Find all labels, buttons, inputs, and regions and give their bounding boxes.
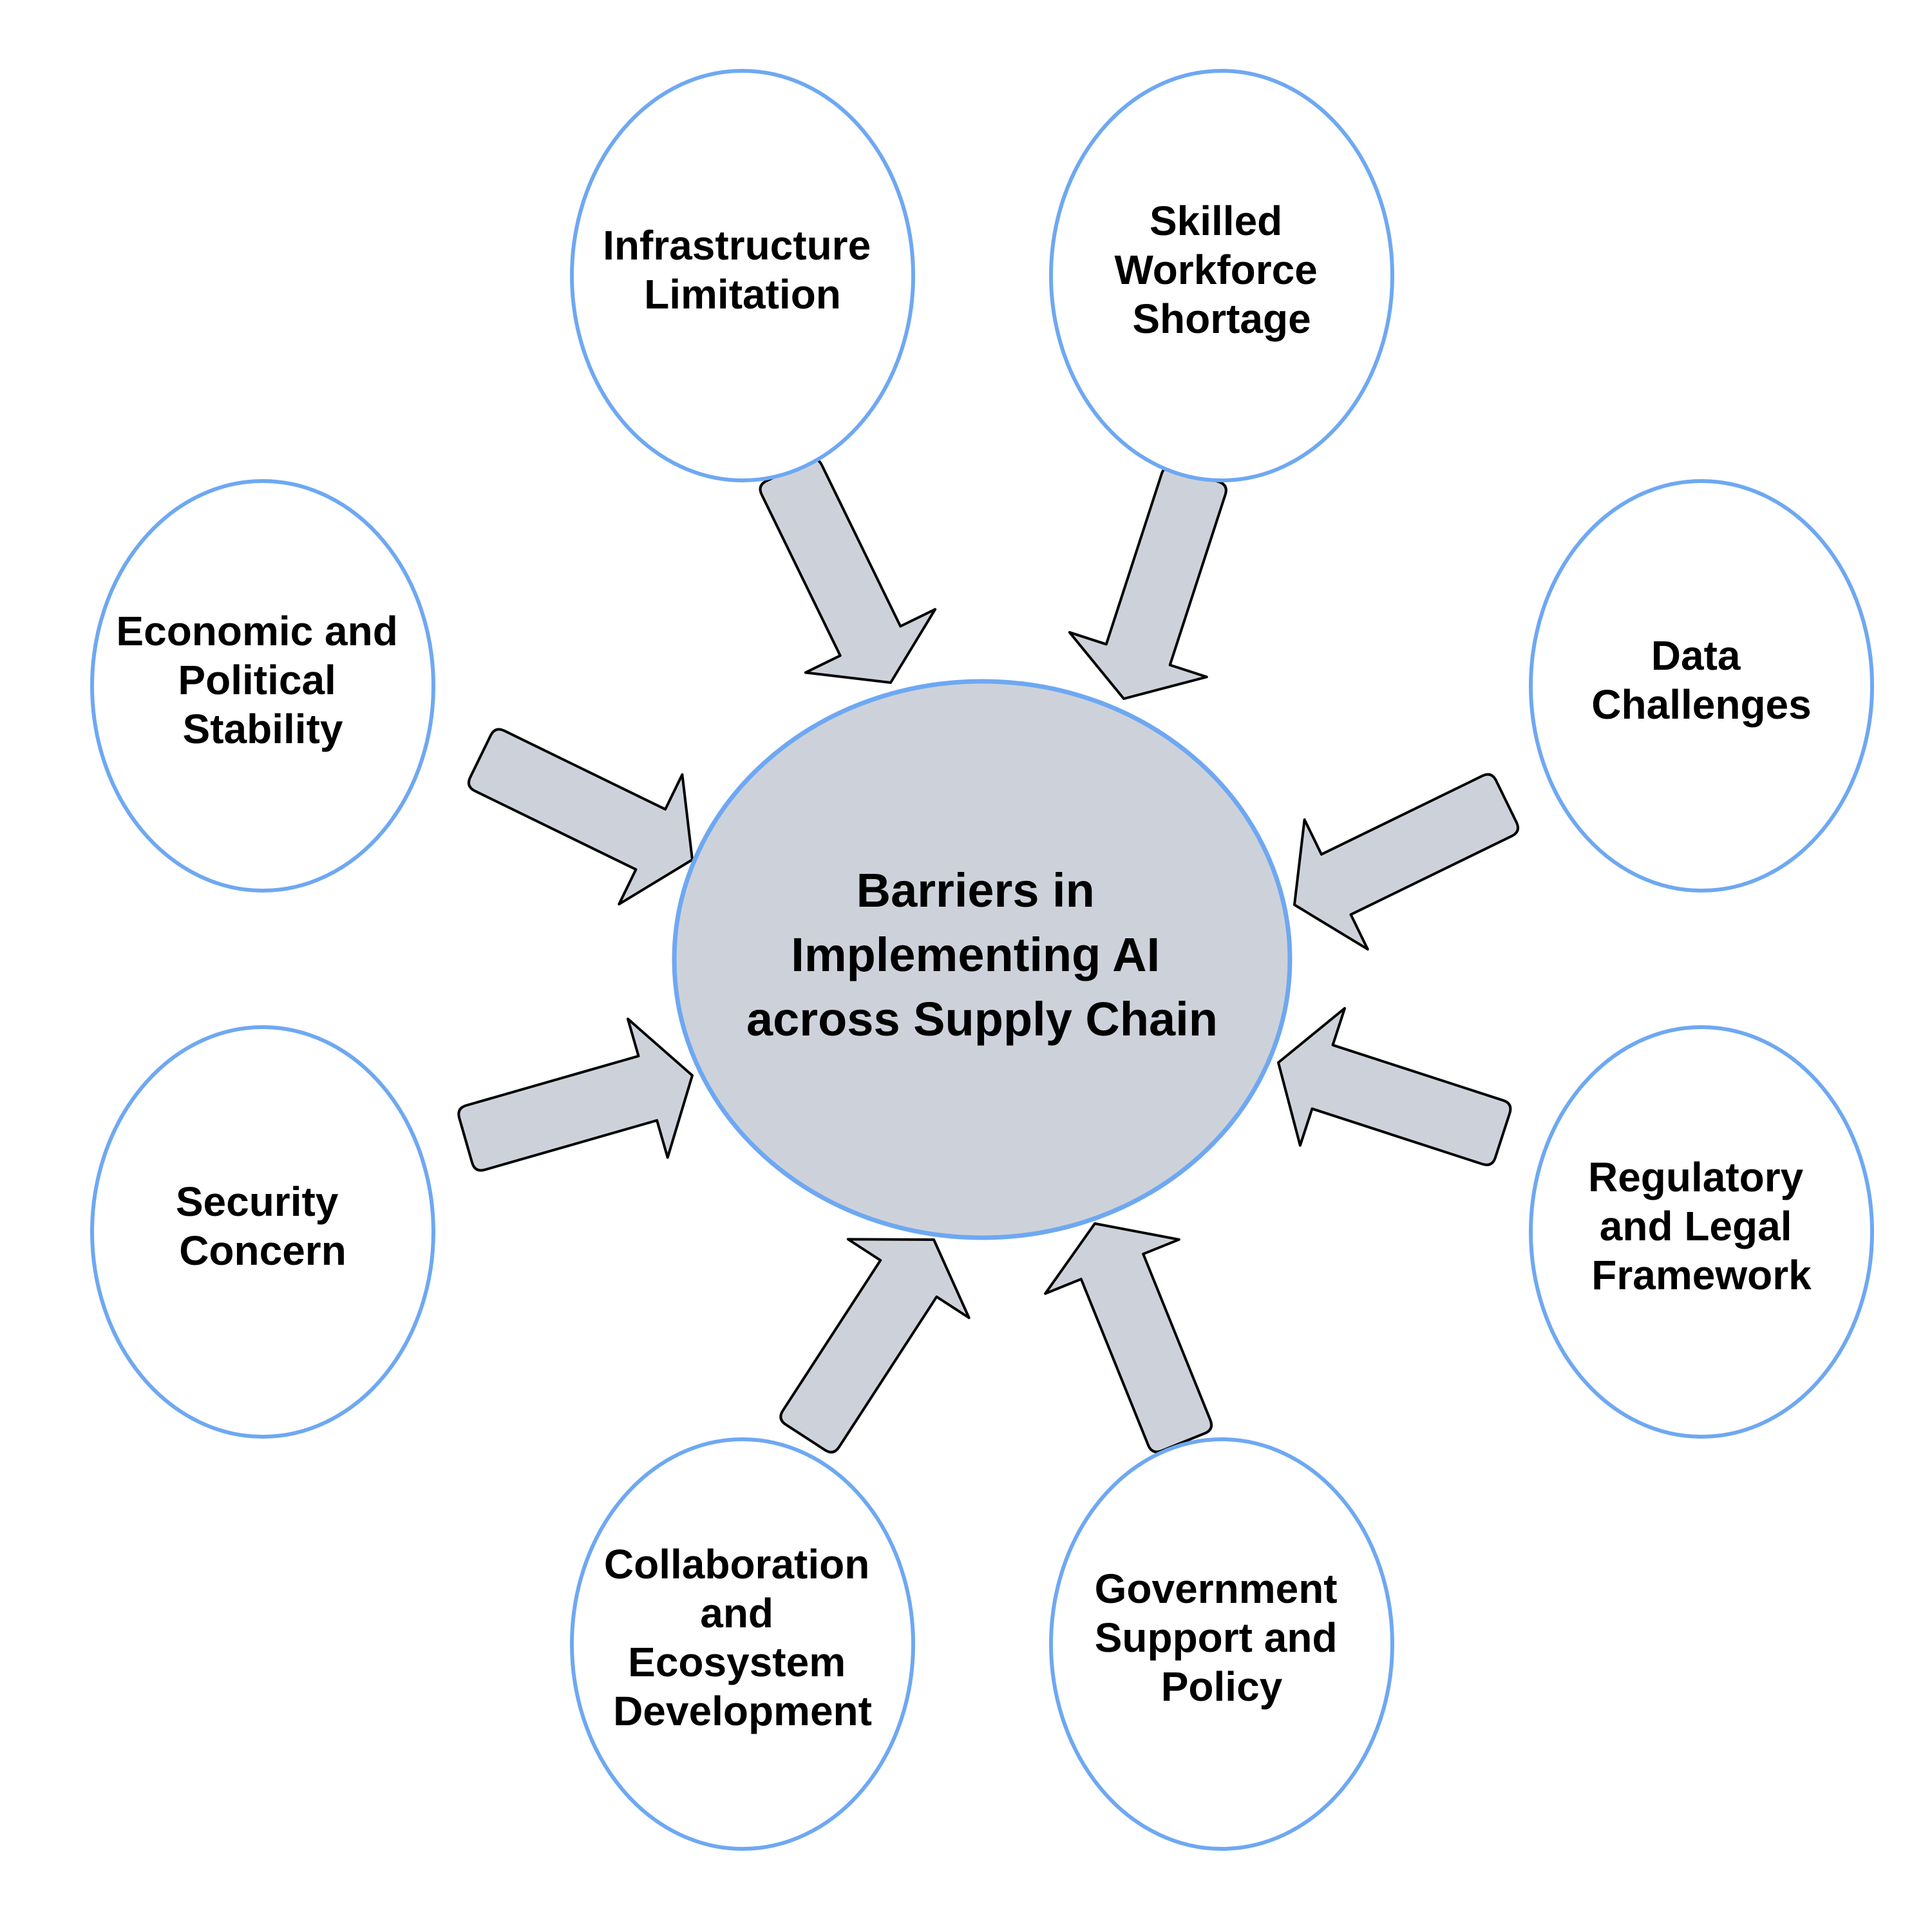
node-security-ellipse (90, 1025, 435, 1439)
node-economic: Economic and Political Stability (90, 479, 435, 893)
node-regulatory-label: Regulatory and Legal Framework (1588, 1154, 1815, 1298)
node-regulatory-line-3: Framework (1591, 1252, 1812, 1298)
node-workforce-line-1: Skilled (1150, 198, 1282, 244)
node-workforce-ellipse (1049, 69, 1394, 482)
node-infrastructure-ellipse (570, 69, 915, 482)
node-government: Government Support and Policy (1049, 1437, 1394, 1851)
node-workforce-line-3: Shortage (1132, 296, 1311, 342)
node-collaboration-ellipse (570, 1437, 915, 1851)
node-infrastructure-label: Infrastructure Limitation (603, 222, 882, 317)
node-collaboration-label: Collaboration and Ecosystem Development (604, 1541, 881, 1734)
node-government-line-3: Policy (1161, 1663, 1283, 1710)
node-data-ellipse (1529, 479, 1874, 893)
node-infrastructure-line-1: Infrastructure (603, 222, 871, 269)
node-economic-ellipse (90, 479, 435, 893)
arrow-security (444, 1005, 714, 1211)
node-data: Data Challenges (1529, 479, 1874, 893)
node-regulatory-line-2: and Legal (1600, 1203, 1792, 1249)
node-government-label: Government Support and Policy (1095, 1566, 1349, 1710)
center-title-line-1: Barriers in (857, 864, 1095, 917)
node-regulatory: Regulatory and Legal Framework (1529, 1025, 1874, 1439)
center-node: Barriers in Implementing AI across Suppl… (672, 679, 1293, 1240)
node-economic-line-3: Stability (183, 706, 343, 752)
center-title-line-2: Implementing AI (791, 928, 1160, 981)
node-security-line-1: Security (176, 1178, 339, 1225)
node-workforce-label: Skilled Workforce Shortage (1114, 198, 1329, 342)
node-government-line-2: Support and (1095, 1614, 1338, 1661)
center-title-line-3: across Supply Chain (746, 992, 1218, 1046)
node-infrastructure: Infrastructure Limitation (570, 69, 915, 482)
center-title: Barriers in Implementing AI across Suppl… (746, 864, 1218, 1046)
node-data-line-1: Data (1651, 632, 1741, 679)
node-infrastructure-line-2: Limitation (644, 271, 841, 317)
node-economic-line-1: Economic and (116, 608, 397, 654)
arrow-collaboration (743, 1199, 996, 1478)
node-security-label: Security Concern (176, 1178, 350, 1274)
arrow-workforce (1054, 451, 1267, 723)
node-collaboration-line-3: Ecosystem (628, 1639, 846, 1685)
node-security: Security Concern (90, 1025, 435, 1439)
node-government-ellipse (1049, 1437, 1394, 1851)
node-collaboration-line-2: and (700, 1590, 773, 1636)
node-security-line-2: Concern (179, 1227, 346, 1274)
node-economic-line-2: Political (178, 657, 336, 703)
node-collaboration: Collaboration and Ecosystem Development (570, 1437, 915, 1851)
center-ellipse (672, 679, 1293, 1240)
arrow-government (1027, 1195, 1251, 1471)
node-data-line-2: Challenges (1591, 681, 1811, 728)
node-collaboration-line-1: Collaboration (604, 1541, 869, 1587)
node-regulatory-ellipse (1529, 1025, 1874, 1439)
node-collaboration-line-4: Development (613, 1688, 872, 1734)
node-economic-label: Economic and Political Stability (116, 608, 409, 752)
node-workforce-line-2: Workforce (1114, 247, 1317, 293)
node-regulatory-line-1: Regulatory (1588, 1154, 1804, 1200)
arrow-regulatory (1255, 992, 1526, 1206)
node-workforce: Skilled Workforce Shortage (1049, 69, 1394, 482)
node-data-label: Data Challenges (1591, 632, 1811, 728)
arrow-data (1263, 737, 1538, 970)
node-government-line-1: Government (1095, 1566, 1338, 1612)
